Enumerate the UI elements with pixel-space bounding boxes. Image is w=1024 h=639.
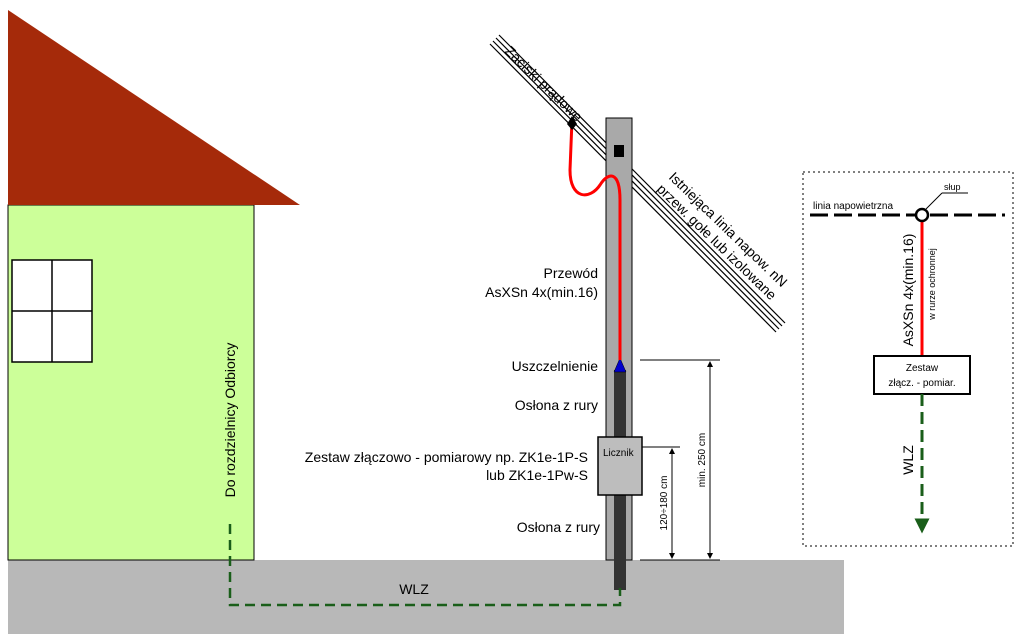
wlz-cable: [228, 524, 622, 607]
label-dim-inner: 120÷180 cm: [659, 476, 670, 531]
house-window: [11, 259, 93, 363]
label-sleeve-top: Osłona z rury: [515, 397, 598, 413]
inset-set-box: [873, 355, 971, 395]
house: [7, 10, 300, 561]
seal: [613, 357, 627, 373]
label-sleeve-bottom: Osłona z rury: [517, 519, 600, 535]
cable-red: [568, 119, 622, 360]
inset-pole-leader: [925, 192, 943, 210]
dimension-250: [640, 359, 720, 561]
label-to-distribution: Do rozdzielnicy Odbiorcy: [222, 343, 238, 498]
dimension-120-180: [642, 446, 680, 559]
label-line-2: przew. gołe lub izolowane: [654, 181, 780, 303]
terminal-clamp: [567, 116, 577, 130]
label-meter: Licznik: [603, 448, 635, 459]
label-terminals: Zaciski prądowe: [502, 43, 586, 125]
pole-bracket: [614, 145, 624, 157]
meter-cabinet: [597, 436, 643, 496]
label-dim-outer: min. 250 cm: [697, 433, 708, 487]
label-cable-1: Przewód: [544, 265, 598, 281]
label-wlz: WLZ: [399, 581, 429, 597]
label-set-1: Zestaw złączowo - pomiarowy np. ZK1e-1P-…: [305, 449, 588, 465]
house-roof: [8, 10, 300, 205]
inset-pole-icon: [914, 207, 930, 223]
inset-label-overhead-line: linia napowietrzna: [813, 201, 893, 212]
inset-label-pole: słup: [944, 182, 961, 192]
ground: [8, 560, 844, 634]
inset-label-wlz: WLZ: [900, 445, 916, 475]
inset-label-set-1: Zestaw: [906, 363, 939, 374]
label-cable-2: AsXSn 4x(min.16): [485, 284, 598, 300]
inset-label-cable: AsXSn 4x(min.16): [900, 234, 916, 347]
inset-schematic: linia napowietrzna słup AsXSn 4x(min.16)…: [802, 171, 1014, 547]
label-seal: Uszczelnienie: [512, 358, 599, 374]
inset-label-set-2: złącz. - pomiar.: [888, 378, 955, 389]
inset-frame: [802, 171, 1014, 547]
overhead-line: [489, 34, 786, 333]
house-wall: [7, 204, 255, 561]
label-set-2: lub ZK1e-1Pw-S: [486, 467, 588, 483]
inset-label-cable-note: w rurze ochronnej: [927, 248, 937, 321]
